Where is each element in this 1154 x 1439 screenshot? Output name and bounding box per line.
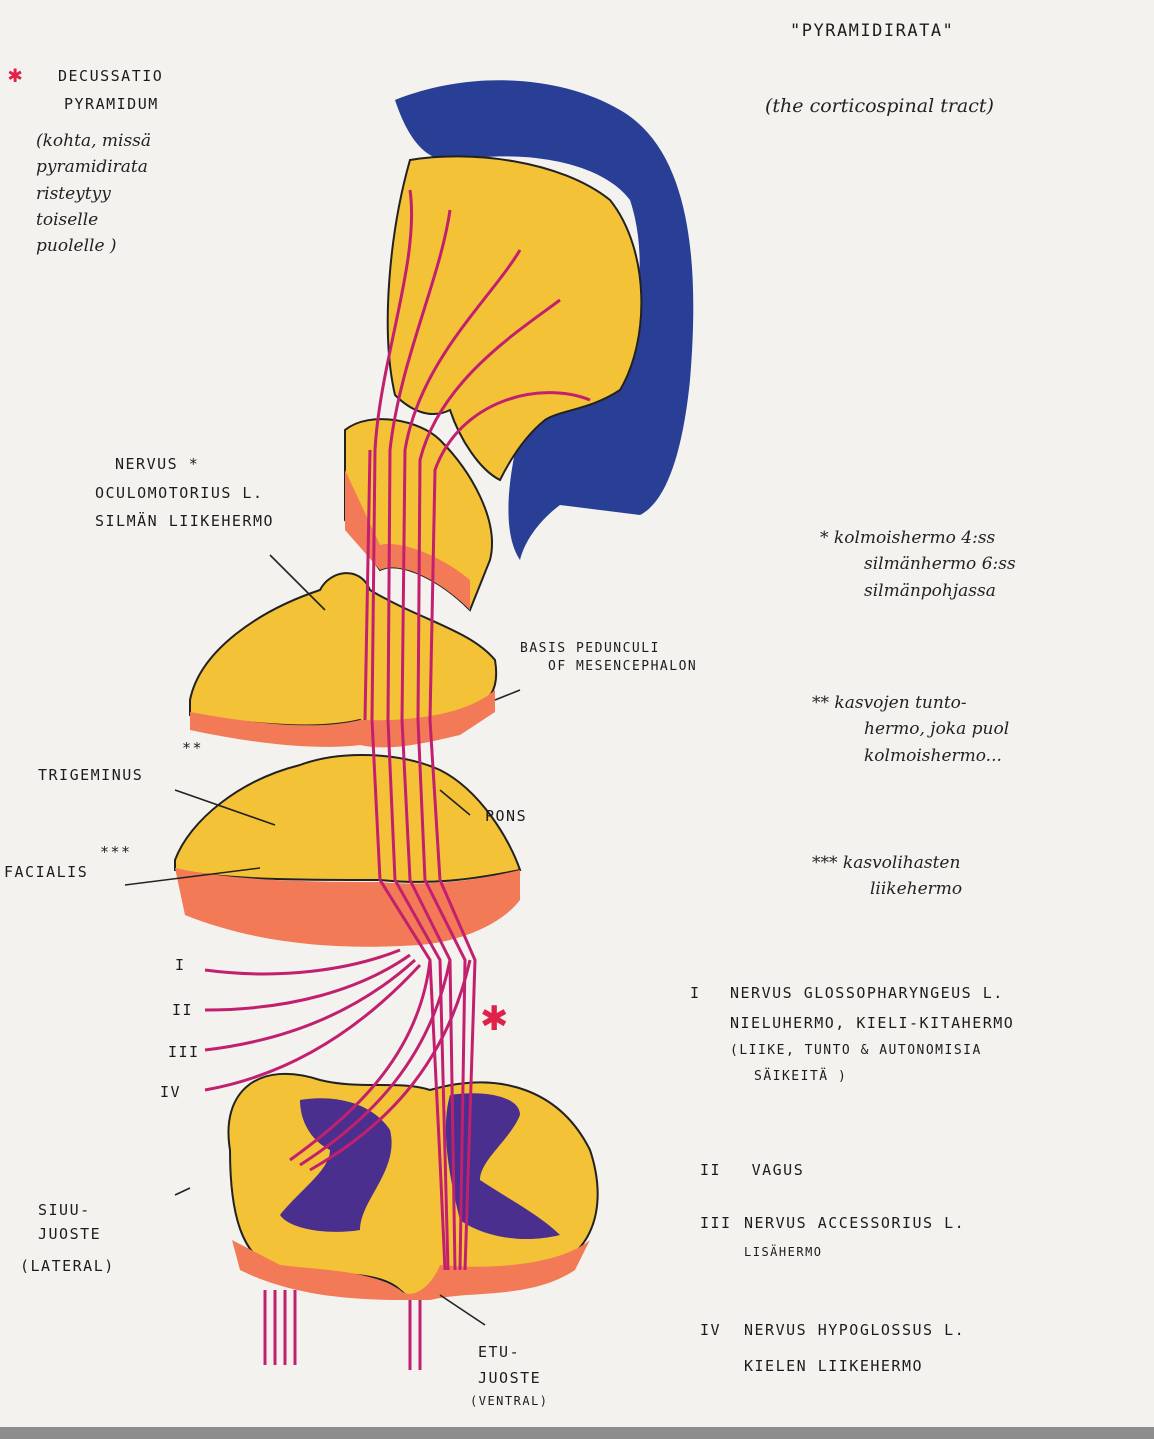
legend-item-1: I NERVUS GLOSSOPHARYNGEUS L. NIELUHERMO,… (690, 978, 1014, 1090)
lateral-line: (LATERAL) (20, 1254, 115, 1278)
facialis-label: FACIALIS (4, 862, 88, 882)
decussation-star: ✱ (480, 999, 509, 1039)
lateral-line: JUOSTE (20, 1222, 115, 1246)
oculomotorius-line: NERVUS * (95, 450, 274, 479)
roman-iv: IV (160, 1082, 181, 1102)
legend-item-4: IV NERVUS HYPOGLOSSUS L. KIELEN LIIKEHER… (700, 1312, 965, 1384)
decussatio-line2: PYRAMIDUM (64, 94, 159, 114)
oculomotorius-label: NERVUS * OCULOMOTORIUS L. SILMÄN LIIKEHE… (95, 450, 274, 536)
ventral-label: ETU- JUOSTE (VENTRAL) (470, 1340, 549, 1411)
note-1: * kolmoishermo 4:ss silmänhermo 6:ss sil… (820, 525, 1016, 604)
diagram-title: "PYRAMIDIRATA" (790, 20, 954, 43)
scan-edge-band (0, 1427, 1154, 1439)
legend-number: II (700, 1161, 721, 1179)
decussatio-note-line: toiselle (36, 207, 151, 233)
note-line: silmänhermo 6:ss (820, 551, 1016, 577)
lateral-label: SIUU- JUOSTE (LATERAL) (20, 1198, 115, 1278)
diagram-subtitle: (the corticospinal tract) (765, 92, 994, 121)
legend-line: NERVUS ACCESSORIUS L. (744, 1208, 965, 1240)
legend-item-2: II VAGUS (700, 1160, 804, 1180)
pons-slice (175, 755, 520, 882)
roman-iii: III (168, 1042, 200, 1062)
decussatio-note-line: puolelle ) (36, 233, 151, 259)
basis-pedunculi-label: BASIS PEDUNCULI OF MESENCEPHALON (520, 640, 697, 675)
legend-number: III (700, 1208, 732, 1240)
note-3: *** kasvolihasten liikehermo (812, 850, 962, 903)
lateral-line: SIUU- (20, 1198, 115, 1222)
note-2: ** kasvojen tunto- hermo, joka puol kolm… (812, 690, 1009, 769)
trigeminus-label: TRIGEMINUS (38, 765, 143, 785)
note-line: silmänpohjassa (820, 578, 1016, 604)
basis-line: BASIS PEDUNCULI (520, 640, 697, 658)
legend-line: LISÄHERMO (744, 1240, 965, 1265)
ventral-line: JUOSTE (470, 1366, 549, 1392)
legend-line: (LIIKE, TUNTO & AUTONOMISIA (730, 1038, 1014, 1064)
legend-number: I (690, 978, 701, 1008)
ventral-line: (VENTRAL) (470, 1391, 549, 1411)
oculomotorius-line: OCULOMOTORIUS L. (95, 479, 274, 508)
pons-label: PONS (485, 806, 527, 826)
legend-line: SÄIKEITÄ ) (730, 1064, 1014, 1090)
note-line: * kolmoishermo 4:ss (820, 525, 1016, 551)
legend-line: KIELEN LIIKEHERMO (744, 1348, 965, 1384)
roman-ii: II (172, 1000, 193, 1020)
note-line: kolmoishermo... (812, 743, 1009, 769)
legend-line: NERVUS GLOSSOPHARYNGEUS L. (730, 978, 1014, 1008)
note-line: *** kasvolihasten (812, 850, 962, 876)
ventral-line: ETU- (470, 1340, 549, 1366)
decussatio-line1: DECUSSATIO (58, 66, 163, 86)
decussatio-note-line: risteytyy (36, 181, 151, 207)
mesencephalon-slice (190, 573, 496, 726)
legend-line: NIELUHERMO, KIELI-KITAHERMO (730, 1008, 1014, 1038)
decussatio-note: (kohta, missä pyramidirata risteytyy toi… (36, 128, 151, 260)
legend-line: NERVUS HYPOGLOSSUS L. (744, 1312, 965, 1348)
trigeminus-mark: ** (182, 738, 203, 758)
decussatio-note-line: (kohta, missä (36, 128, 151, 154)
oculomotorius-line: SILMÄN LIIKEHERMO (95, 507, 274, 536)
legend-number: IV (700, 1312, 721, 1348)
note-line: liikehermo (812, 876, 962, 902)
decussatio-note-line: pyramidirata (36, 154, 151, 180)
legend-line: VAGUS (752, 1161, 805, 1179)
facialis-mark: *** (100, 842, 132, 862)
decussatio-star: ✱ (8, 60, 22, 88)
spinal-tract-columns (265, 1290, 420, 1370)
note-line: hermo, joka puol (812, 716, 1009, 742)
roman-i: I (175, 955, 186, 975)
basis-line: OF MESENCEPHALON (520, 658, 697, 676)
legend-item-3: III NERVUS ACCESSORIUS L. LISÄHERMO (700, 1208, 965, 1265)
note-line: ** kasvojen tunto- (812, 690, 1009, 716)
